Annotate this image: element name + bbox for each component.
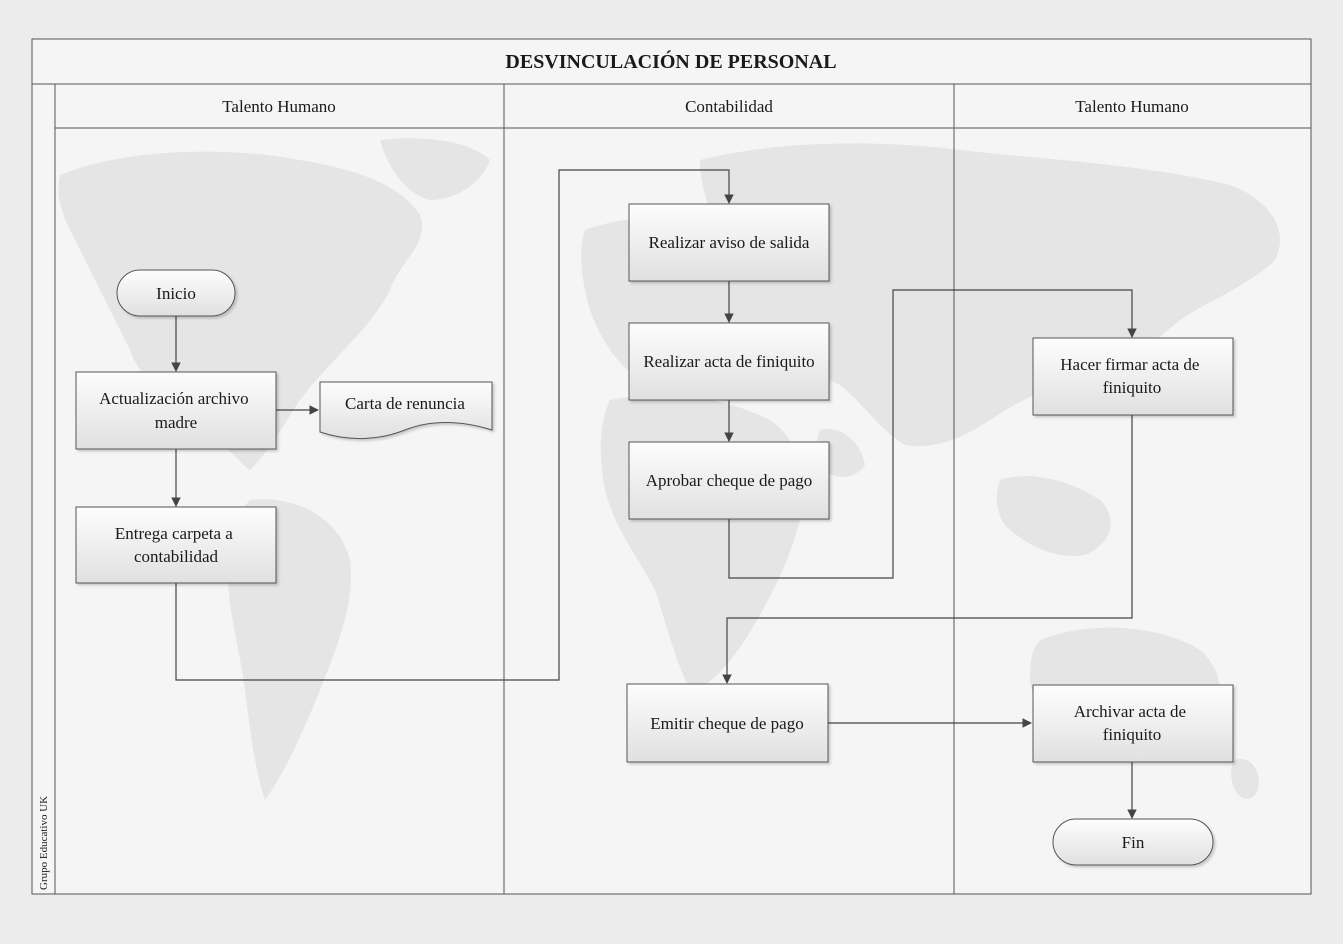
actualizacion-label-line1: Actualización archivo [99,389,249,408]
process-archivar-acta [1032,684,1234,763]
archivar-label-line2: finiquito [1103,725,1162,744]
start-terminator [116,269,236,317]
process-realizar-aviso [628,203,830,282]
svg-text:Entrega carpeta a contab: Entrega carpeta a contabilidad [115,524,237,566]
end-terminator [1052,818,1214,866]
process-actualizacion-archivo [75,371,277,450]
svg-text:Realizar aviso de salida: Realizar aviso de salida [649,233,810,252]
aviso-label: Realizar aviso de salida [649,233,810,252]
connectors [171,169,1137,819]
aprobar-label: Aprobar cheque de pago [646,471,813,490]
svg-text:Fin: Fin [1122,833,1145,852]
emitir-label: Emitir cheque de pago [650,714,803,733]
lane-header-talento-humano-1: Talento Humano [222,97,336,116]
svg-text:Aprobar cheque de pago: Aprobar cheque de pago [646,471,813,490]
process-entrega-carpeta [75,506,277,584]
firmar-label-line1: Hacer firmar acta de [1060,355,1199,374]
svg-text:Inicio: Inicio [156,284,196,303]
connector-firmar-emitir [722,415,1133,684]
svg-text:Actualización archivo ma: Actualización archivo madre [99,389,253,432]
process-aprobar-cheque [628,441,830,520]
firmar-label-line2: finiquito [1103,378,1162,397]
process-emitir-cheque [626,683,829,763]
svg-text:Hacer firmar acta de fin: Hacer firmar acta de finiquito [1060,355,1203,397]
diagram-title: DESVINCULACIÓN DE PERSONAL [505,49,836,73]
acta-label: Realizar acta de finiquito [643,352,814,371]
connector-aprobar-firmar [728,289,1137,579]
entrega-label-line1: Entrega carpeta a [115,524,233,543]
process-realizar-acta [628,322,830,401]
side-label: Grupo Educativo UK [38,796,50,890]
actualizacion-label-line2: madre [155,413,197,432]
entrega-label-line2: contabilidad [134,547,219,566]
connector-entrega-aviso [175,169,734,681]
svg-text:Emitir cheque de pago: Emitir cheque de pago [650,714,803,733]
svg-text:Carta de renuncia: Carta de renuncia [345,394,465,413]
archivar-label-line1: Archivar acta de [1074,702,1186,721]
lane-header-contabilidad: Contabilidad [685,97,773,116]
carta-label: Carta de renuncia [345,394,465,413]
fin-label: Fin [1122,833,1145,852]
process-hacer-firmar [1032,337,1234,416]
lane-header-talento-humano-2: Talento Humano [1075,97,1189,116]
svg-text:Realizar acta de finiquito: Realizar acta de finiquito [643,352,814,371]
document-carta-renuncia [319,381,493,439]
inicio-label: Inicio [156,284,196,303]
nodes [75,203,1234,866]
node-labels: Inicio Actualización archivo madre Carta… [99,233,1203,852]
svg-text:Archivar acta de finiqui: Archivar acta de finiquito [1074,702,1191,744]
